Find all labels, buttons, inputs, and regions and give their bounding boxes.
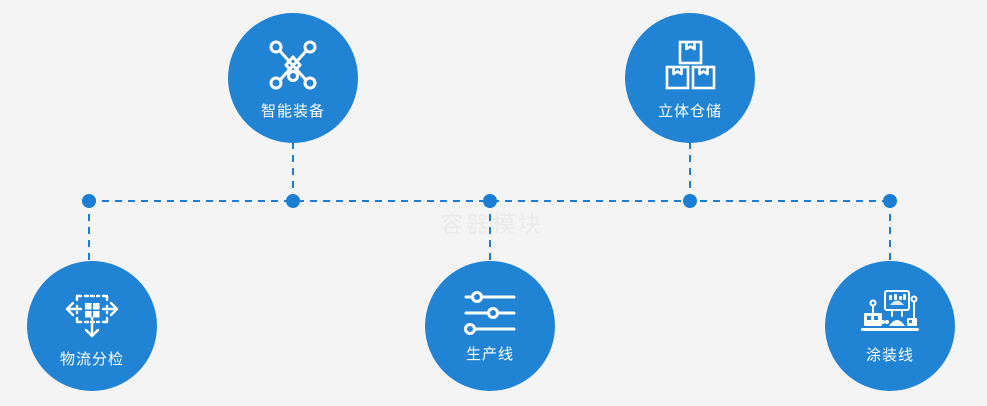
stacked-boxes-icon — [661, 36, 719, 94]
sorting-arrows-icon — [63, 284, 121, 342]
node-production-line[interactable]: 生产线 — [425, 261, 555, 391]
node-intelligent-equipment[interactable]: 智能装备 — [228, 13, 358, 143]
node-painting-line[interactable]: 涂装线 — [825, 261, 955, 391]
dot-right-end — [883, 194, 897, 208]
node-label: 生产线 — [465, 344, 514, 363]
dot-production-line — [483, 194, 497, 208]
connector-dots — [82, 194, 897, 208]
node-label: 涂装线 — [865, 345, 914, 364]
sliders-icon — [461, 289, 519, 337]
paint-booth-icon — [859, 288, 921, 338]
node-label: 智能装备 — [260, 101, 325, 120]
network-nodes-icon — [264, 36, 322, 94]
node-label: 立体仓储 — [657, 101, 722, 120]
dot-left-end — [82, 194, 96, 208]
node-logistics-sorting[interactable]: 物流分检 — [27, 261, 157, 391]
watermark-text: 容器模块 — [440, 212, 544, 238]
node-label: 物流分检 — [59, 349, 124, 368]
dot-intelligent-equipment — [286, 194, 300, 208]
dot-stereoscopic-warehouse — [683, 194, 697, 208]
node-stereoscopic-warehouse[interactable]: 立体仓储 — [625, 13, 755, 143]
branch-lines — [88, 143, 891, 263]
